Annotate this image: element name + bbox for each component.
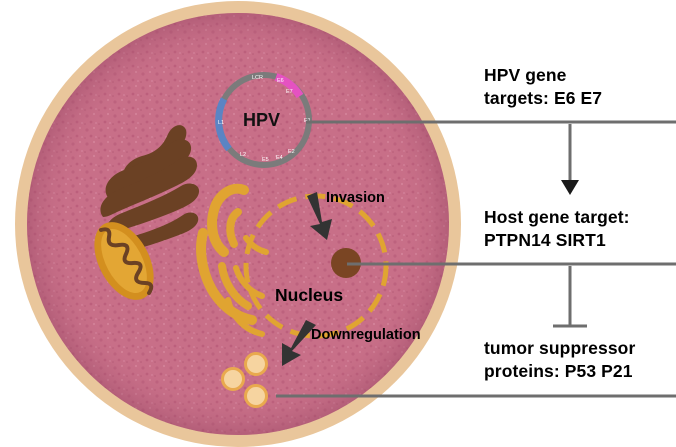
downregulation-arrow-icon [282,320,316,366]
host-targets-line1: Host gene target: [484,207,630,227]
connector-lines [276,120,676,398]
mitochondria [94,222,154,300]
invasion-arrow-icon [307,192,332,240]
plasmid-segment-label: E2 [288,149,295,155]
hpv-targets-line1: HPV gene [484,65,567,85]
vesicle [221,367,245,391]
plasmid-segment-label: E6 [277,78,284,84]
endoplasmic-reticulum [196,183,269,337]
host-targets-text: Host gene target: PTPN14 SIRT1 [484,206,630,252]
virus-label: HPV [243,110,281,130]
vesicle [244,384,268,408]
vesicle [244,352,268,376]
mitochondria-cristae [99,227,154,295]
plasmid-segment-label: E7 [286,89,293,95]
plasmid-segment-label: L2 [240,152,246,158]
host-targets-line2: PTPN14 SIRT1 [484,230,606,250]
plasmid-segment-label: E5 [262,157,269,163]
invasion-label: Invasion [326,190,385,206]
plasmid-segment-label: E4 [276,155,283,161]
plasmid-segment-label: LCR [252,75,263,81]
plasmid-segment-label: L1 [218,120,224,126]
vesicles [221,352,268,408]
nucleus-label: Nucleus [275,285,344,305]
hpv-genome-plasmid: LCR E6 E7 E1 E2 E4 E5 L2 L1 [215,72,312,168]
suppressors-line1: tumor suppressor [484,338,636,358]
hpv-targets-text: HPV gene targets: E6 E7 [484,64,602,110]
downregulation-label: Downregulation [311,327,421,343]
nucleolus [331,248,361,278]
activation-arrowhead-icon [561,180,579,195]
hpv-targets-line2: targets: E6 E7 [484,88,603,108]
cytoplasm-shade [27,13,449,435]
suppressors-line2: proteins: P53 P21 [484,361,633,381]
suppressors-text: tumor suppressor proteins: P53 P21 [484,337,635,383]
